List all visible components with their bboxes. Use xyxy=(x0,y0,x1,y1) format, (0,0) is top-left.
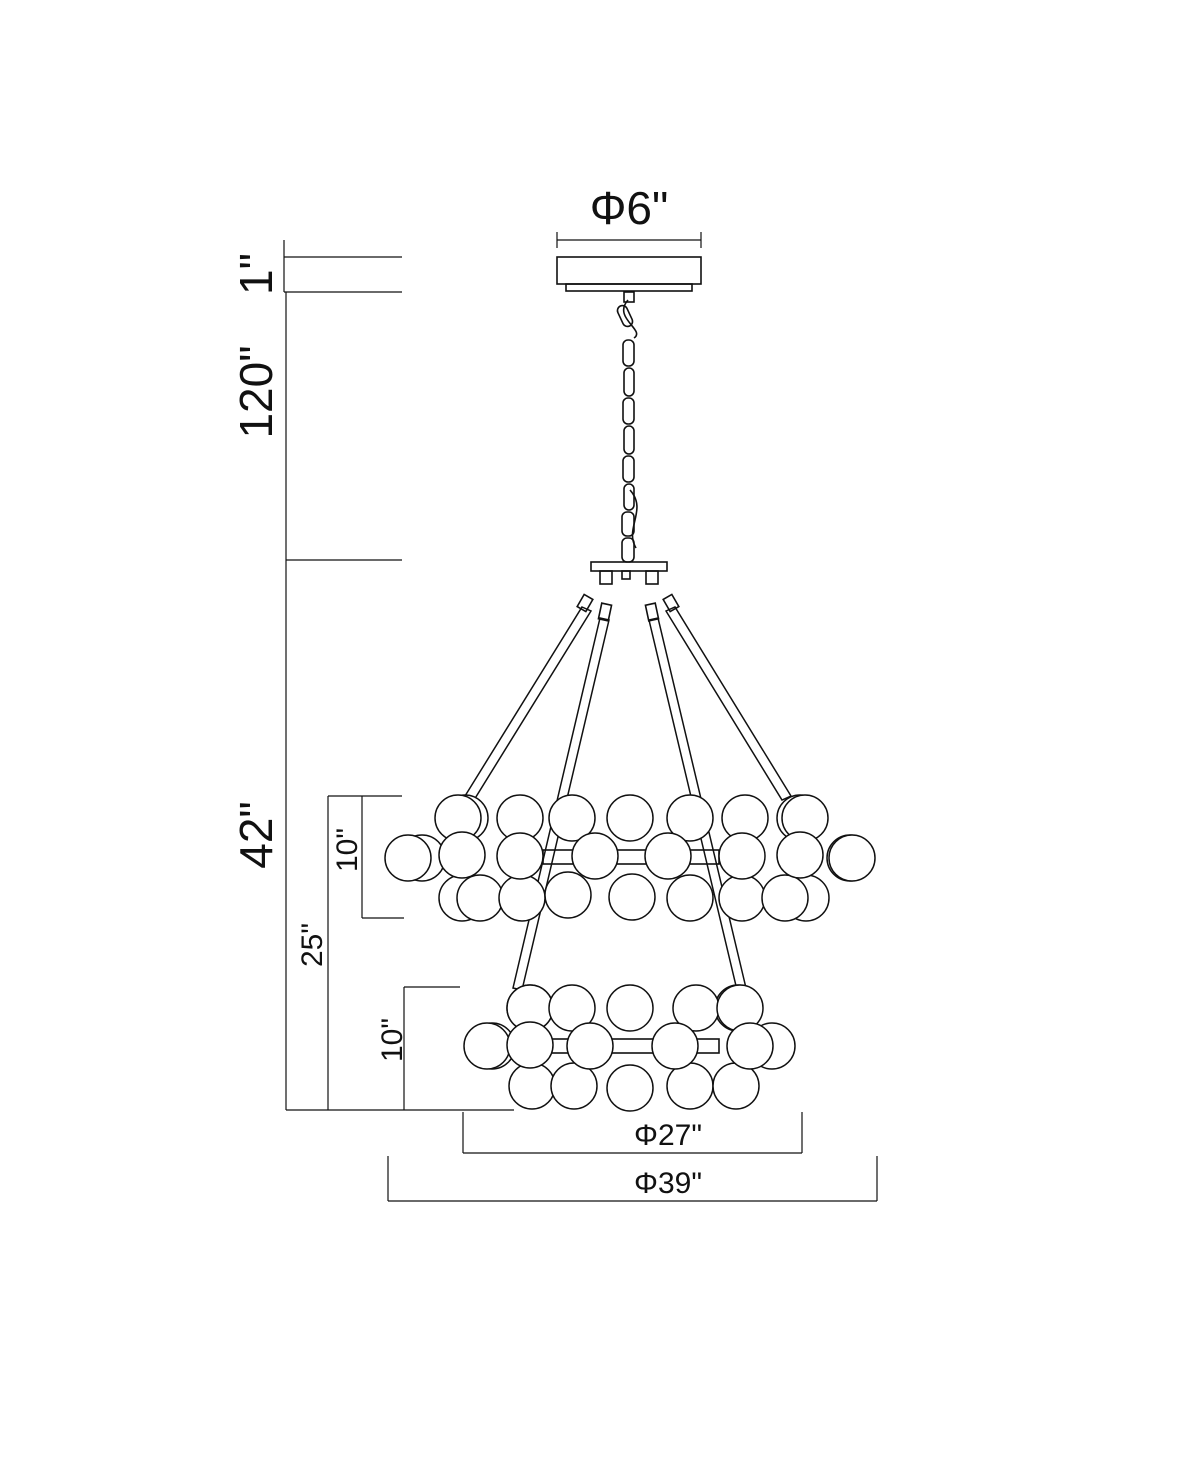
glass-globe xyxy=(463,1022,511,1070)
glass-globe xyxy=(651,1022,699,1070)
hub xyxy=(590,561,668,585)
hub-connector xyxy=(599,570,613,585)
hub-plate xyxy=(590,561,668,572)
glass-globe xyxy=(550,1062,598,1110)
glass-globe xyxy=(438,831,486,879)
glass-globe xyxy=(506,1021,554,1069)
glass-globe xyxy=(544,871,592,919)
canopy-body xyxy=(556,256,702,285)
bottom-dimensions: Φ27" Φ39" xyxy=(387,1112,878,1202)
glass-globe xyxy=(666,1062,714,1110)
chain-hook xyxy=(623,291,635,303)
upper-tier-bottom-globes xyxy=(456,871,809,922)
canopy-height-label: 1" xyxy=(230,253,282,295)
hub-connector xyxy=(621,570,631,580)
chain-link xyxy=(622,397,635,425)
upper-tier-diameter-label: Φ39" xyxy=(634,1167,702,1200)
upper-tier-frame xyxy=(542,849,720,865)
glass-globe xyxy=(726,1022,774,1070)
lower-tier-top-globes xyxy=(506,984,764,1032)
chain-link xyxy=(621,537,635,563)
lower-tier-bottom-globes xyxy=(508,1062,760,1112)
lower-tier-diameter-label: Φ27" xyxy=(634,1119,702,1152)
glass-globe xyxy=(666,874,714,922)
left-dimensions: 1" 120" 42" 10" 25" 10" xyxy=(230,240,514,1111)
glass-globe xyxy=(571,832,619,880)
upper-tier xyxy=(384,794,876,922)
glass-globe xyxy=(644,832,692,880)
glass-globe xyxy=(718,832,766,880)
chain-length-label: 120" xyxy=(230,345,282,438)
upper-tier-height-label: 10" xyxy=(331,828,364,872)
rod-fitting xyxy=(597,602,613,622)
glass-globe xyxy=(548,794,596,842)
rod-fitting xyxy=(662,593,680,613)
glass-globe xyxy=(496,832,544,880)
glass-globe xyxy=(606,1064,654,1112)
tier-span-height-label: 25" xyxy=(296,923,329,967)
glass-globe xyxy=(712,1062,760,1110)
chain-link xyxy=(623,483,635,511)
rod-fitting xyxy=(576,593,594,613)
glass-globe xyxy=(566,1022,614,1070)
glass-globe xyxy=(666,794,714,842)
lower-tier xyxy=(463,984,796,1112)
hub-connector xyxy=(645,570,659,585)
fixture-height-label: 42" xyxy=(230,801,282,869)
chain-link xyxy=(623,367,635,397)
canopy-diameter-label: Φ6" xyxy=(590,182,669,234)
glass-globe xyxy=(456,874,504,922)
glass-globe xyxy=(606,984,654,1032)
support-rods xyxy=(463,593,793,991)
glass-globe xyxy=(498,874,546,922)
upper-tier-front-globes xyxy=(384,831,876,882)
glass-globe xyxy=(761,874,809,922)
glass-globe xyxy=(828,834,876,882)
canopy-base xyxy=(565,283,693,292)
glass-globe xyxy=(608,873,656,921)
chain xyxy=(616,291,638,563)
chain-link xyxy=(623,425,635,455)
glass-globe xyxy=(508,1062,556,1110)
glass-globe xyxy=(718,874,766,922)
glass-globe xyxy=(776,831,824,879)
glass-globe xyxy=(606,794,654,842)
glass-globe xyxy=(384,834,432,882)
chain-link xyxy=(616,304,634,328)
lower-tier-height-label: 10" xyxy=(376,1018,409,1062)
canopy: Φ6" xyxy=(556,182,702,292)
lower-tier-front-globes xyxy=(463,1021,774,1070)
chain-wire xyxy=(622,299,638,339)
upper-tier-top-globes xyxy=(434,794,829,842)
chain-link xyxy=(622,339,635,367)
rod-fitting xyxy=(644,602,660,622)
rod-outer-right xyxy=(664,606,793,801)
chain-link xyxy=(622,455,635,483)
